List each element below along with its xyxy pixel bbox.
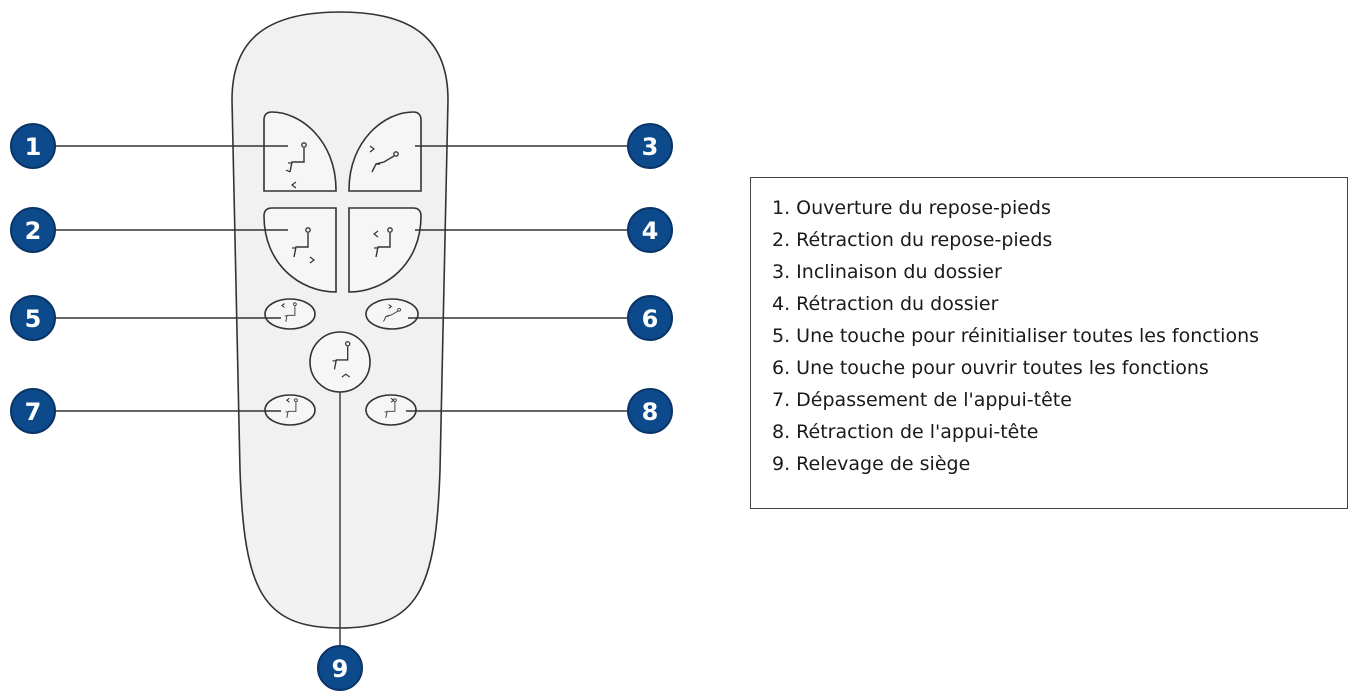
svg-text:2: 2 <box>25 217 42 245</box>
chair-lift-icon <box>331 340 351 378</box>
svg-text:1: 1 <box>25 133 42 161</box>
callout-9: 9 <box>317 645 363 691</box>
legend-item-5: 5. Une touche pour réinitialiser toutes … <box>772 325 1260 347</box>
callout-6: 6 <box>627 295 673 341</box>
svg-text:8: 8 <box>642 398 659 426</box>
headrest-extend-icon <box>285 397 298 419</box>
legend-item-7: 7. Dépassement de l'appui-tête <box>772 389 1072 411</box>
callout-7: 7 <box>10 388 56 434</box>
legend-item-9: 9. Relevage de siège <box>772 453 971 475</box>
headrest-retract-icon <box>384 397 397 419</box>
chair-open-all-icon <box>383 304 401 322</box>
svg-text:6: 6 <box>642 305 659 333</box>
button-backrest-retract[interactable] <box>348 207 422 293</box>
button-footrest-open[interactable] <box>263 111 337 192</box>
callout-1: 1 <box>10 123 56 169</box>
legend-item-6: 6. Une touche pour ouvrir toutes les fon… <box>772 357 1209 379</box>
button-reset-all[interactable] <box>264 298 316 330</box>
callout-5: 5 <box>10 295 56 341</box>
button-backrest-recline[interactable] <box>348 111 422 192</box>
legend-item-2: 2. Rétraction du repose-pieds <box>772 229 1053 251</box>
chair-footrest-in-icon <box>291 227 315 264</box>
callout-2: 2 <box>10 207 56 253</box>
button-footrest-retract[interactable] <box>263 207 337 293</box>
leader-lines <box>55 145 628 651</box>
legend-item-4: 4. Rétraction du dossier <box>772 293 999 315</box>
chair-backrest-up-icon <box>373 227 393 258</box>
svg-text:5: 5 <box>25 305 42 333</box>
callout-4: 4 <box>627 207 673 253</box>
svg-text:3: 3 <box>642 133 659 161</box>
callout-8: 8 <box>627 388 673 434</box>
legend-item-3: 3. Inclinaison du dossier <box>772 261 1002 283</box>
svg-text:4: 4 <box>642 217 659 245</box>
svg-text:9: 9 <box>332 655 349 683</box>
legend-list: 1. Ouverture du repose-pieds 2. Rétracti… <box>772 192 1347 480</box>
legend-item-1: 1. Ouverture du repose-pieds <box>772 197 1051 219</box>
chair-reset-icon <box>281 302 297 323</box>
button-open-all[interactable] <box>365 298 419 330</box>
button-headrest-retract[interactable] <box>365 394 417 426</box>
button-headrest-extend[interactable] <box>264 394 316 426</box>
svg-text:7: 7 <box>25 398 42 426</box>
chair-footrest-out-icon <box>285 142 307 189</box>
legend-box: 1. Ouverture du repose-pieds 2. Rétracti… <box>750 177 1348 509</box>
button-seat-lift[interactable] <box>309 331 371 393</box>
legend-item-8: 8. Rétraction de l'appui-tête <box>772 421 1039 443</box>
chair-recline-icon <box>369 145 399 173</box>
callout-3: 3 <box>627 123 673 169</box>
